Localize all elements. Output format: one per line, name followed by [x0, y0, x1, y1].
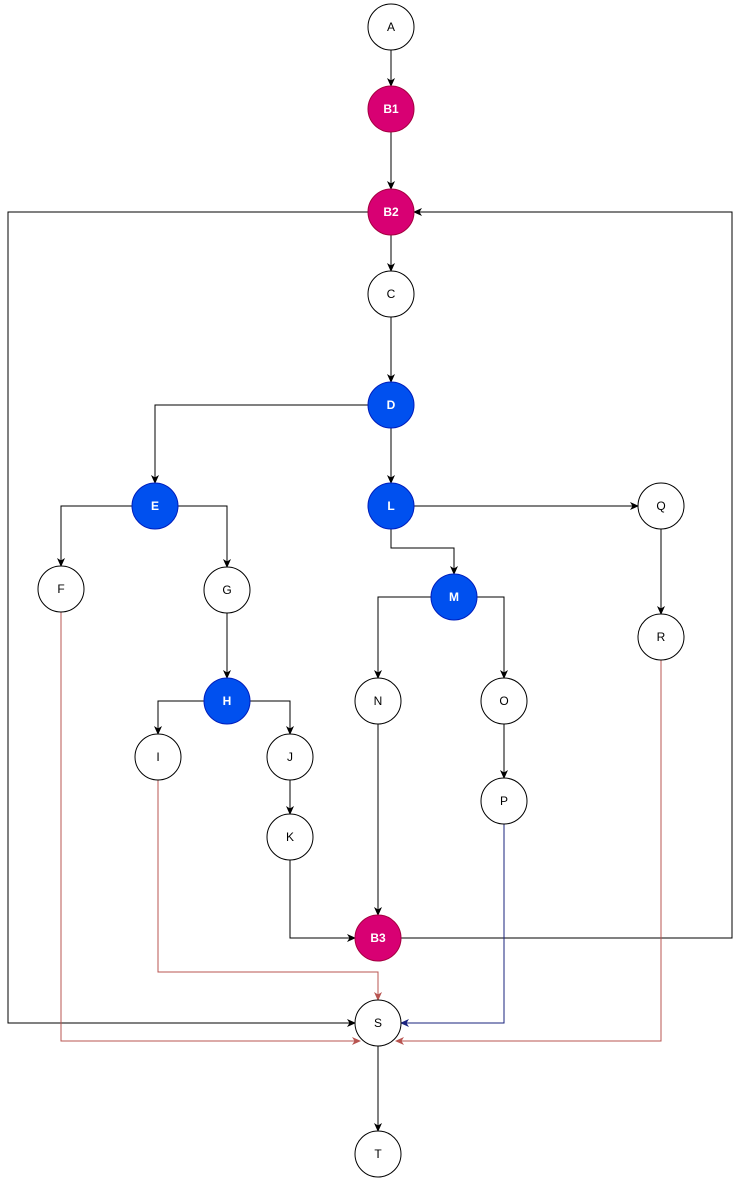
node-e: E: [131, 482, 179, 530]
node-label: F: [57, 582, 64, 596]
node-label: B3: [370, 931, 386, 945]
node-circle: [37, 565, 85, 613]
node-circle: [367, 3, 415, 51]
node-label: N: [374, 694, 383, 708]
node-h: H: [203, 677, 251, 725]
node-circle: [354, 914, 402, 962]
node-circle: [367, 482, 415, 530]
node-label: E: [151, 499, 159, 513]
node-circle: [354, 1130, 402, 1178]
node-circle: [134, 733, 182, 781]
node-b1: B1: [367, 85, 415, 133]
node-d: D: [367, 381, 415, 429]
node-circle: [367, 188, 415, 236]
edge-l-to-m: [390, 529, 458, 575]
node-j: J: [266, 733, 314, 781]
node-label: R: [657, 630, 666, 644]
node-label: B1: [383, 102, 399, 116]
node-circle: [430, 573, 478, 621]
node-g: G: [203, 566, 251, 614]
node-q: Q: [637, 482, 685, 530]
node-circle: [637, 482, 685, 530]
node-label: J: [287, 750, 293, 764]
node-circle: [637, 613, 685, 661]
node-circle: [367, 381, 415, 429]
edge-f-to-s: [60, 612, 361, 1045]
node-o: O: [480, 677, 528, 725]
node-p: P: [480, 777, 528, 825]
node-l: L: [367, 482, 415, 530]
node-label: T: [374, 1147, 382, 1161]
node-circle: [203, 566, 251, 614]
node-b2: B2: [367, 188, 415, 236]
node-label: B2: [383, 205, 399, 219]
node-label: S: [374, 1016, 382, 1030]
node-label: A: [387, 20, 395, 34]
edge-b3-to-b2: [401, 208, 733, 939]
node-circle: [266, 733, 314, 781]
edge-d-to-e: [151, 404, 368, 484]
node-a: A: [367, 3, 415, 51]
node-circle: [131, 482, 179, 530]
node-t: T: [354, 1130, 402, 1178]
node-label: Q: [656, 499, 665, 513]
node-c: C: [367, 270, 415, 318]
node-k: K: [266, 813, 314, 861]
node-label: H: [223, 694, 232, 708]
node-circle: [354, 999, 402, 1047]
node-label: I: [156, 750, 159, 764]
node-r: R: [637, 613, 685, 661]
node-label: L: [387, 499, 394, 513]
node-circle: [480, 677, 528, 725]
node-circle: [354, 677, 402, 725]
node-b3: B3: [354, 914, 402, 962]
node-n: N: [354, 677, 402, 725]
edge-h-to-i: [154, 700, 204, 735]
edge-k-to-b3: [289, 860, 356, 942]
edges-layer: [7, 50, 733, 1132]
edge-e-to-g: [178, 505, 231, 568]
node-f: F: [37, 565, 85, 613]
edge-i-to-s: [157, 780, 382, 1001]
edge-m-to-o: [477, 596, 508, 679]
edge-e-to-f: [57, 505, 132, 567]
edge-p-to-s: [400, 824, 505, 1027]
node-circle: [203, 677, 251, 725]
node-m: M: [430, 573, 478, 621]
node-label: D: [387, 398, 396, 412]
node-circle: [367, 270, 415, 318]
node-label: M: [449, 590, 459, 604]
edge-h-to-j: [250, 700, 294, 735]
edge-r-to-s: [395, 660, 662, 1045]
node-circle: [480, 777, 528, 825]
node-label: C: [387, 287, 396, 301]
node-i: I: [134, 733, 182, 781]
node-circle: [266, 813, 314, 861]
edge-m-to-n: [374, 596, 431, 679]
node-s: S: [354, 999, 402, 1047]
node-circle: [367, 85, 415, 133]
edge-b2-to-s: [7, 211, 368, 1027]
node-label: P: [500, 794, 508, 808]
node-label: O: [499, 694, 508, 708]
node-label: G: [222, 583, 231, 597]
node-label: K: [286, 830, 294, 844]
